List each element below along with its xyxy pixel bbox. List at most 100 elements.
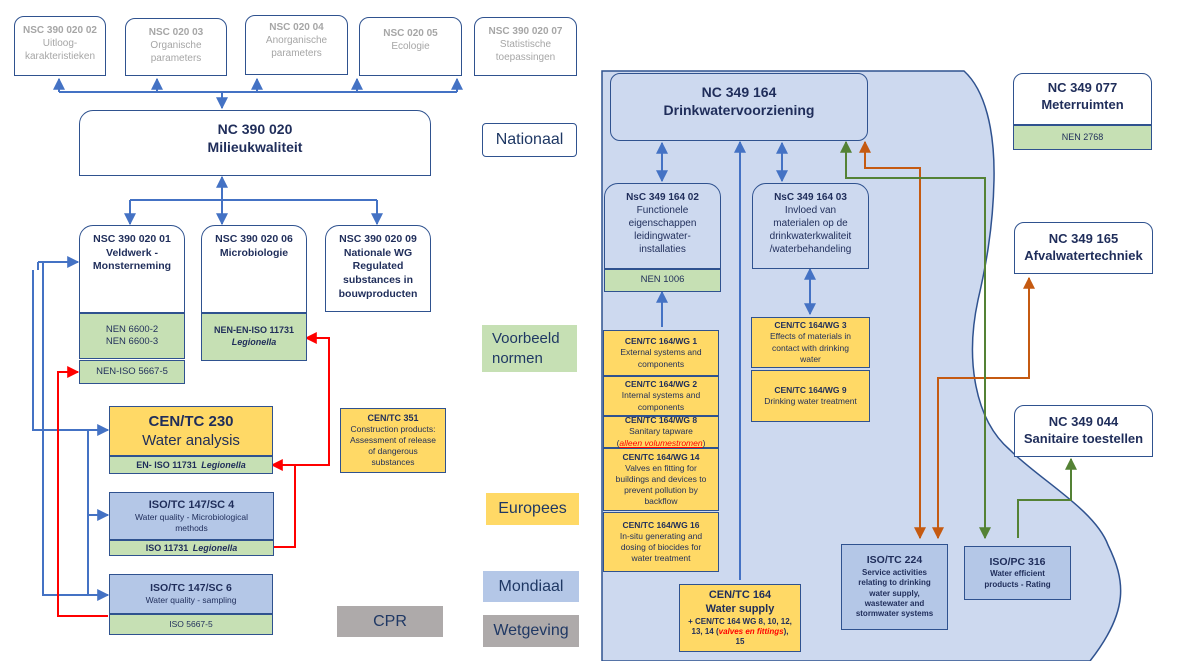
box-code: CEN/TC 164/WG 16 [622, 519, 700, 530]
legend-voorbeeld-normen: Voorbeeld normen [482, 325, 577, 372]
box-code: NC 349 165 [1048, 231, 1119, 247]
red-connectors [57, 332, 330, 617]
cen-tc-164-box: CEN/TC 164 Water supply + CEN/TC 164 WG … [679, 584, 801, 652]
box-line: drinkwaterkwaliteit [769, 231, 852, 242]
nen-2768-norm: NEN 2768 [1013, 125, 1152, 150]
box-line: Sanitary tapware [629, 426, 693, 437]
wg-2-box: CEN/TC 164/WG 2 Internal systems and com… [603, 376, 719, 416]
box-code: CEN/TC 164/WG 3 [774, 320, 847, 331]
box-line: ), [783, 627, 789, 637]
box-code: ISO/PC 316 [989, 555, 1046, 568]
norm-line: NEN 6600-2 [105, 323, 159, 335]
nen-1006-norm: NEN 1006 [604, 269, 721, 292]
top-row-connectors [53, 77, 463, 110]
box-line: Valves en fitting for [625, 462, 697, 473]
box-line: 13, 14 ( [691, 627, 719, 637]
box-line: prevent pollution by [624, 485, 698, 496]
box-code: NC 349 044 [1048, 414, 1119, 430]
norm-italic: Legionella [231, 337, 277, 347]
iso-tc-147-sc-4-box: ISO/TC 147/SC 4 Water quality - Microbio… [109, 492, 274, 540]
box-line: Water quality - sampling [145, 595, 237, 606]
norm-line: NEN 6600-3 [105, 336, 159, 347]
box-code: NSC 390 020 06 [215, 233, 293, 245]
box-line: parameters [150, 53, 202, 64]
box-line: Organische [150, 40, 202, 51]
norm-code: ISO 11731 [145, 543, 189, 553]
wg-16-box: CEN/TC 164/WG 16 In-situ generating and … [603, 512, 719, 572]
iso-tc-147-sc-6-box: ISO/TC 147/SC 6 Water quality - sampling [109, 574, 273, 614]
nc390020-connectors [124, 175, 383, 226]
red-note: alleen volumestromen [619, 437, 703, 448]
wg-9-box: CEN/TC 164/WG 9 Drinking water treatment [751, 370, 870, 422]
iso-5667-5-norm: ISO 5667-5 [109, 614, 273, 635]
nsc-390-020-09-box: NSC 390 020 09 Nationale WG Regulated su… [325, 225, 431, 312]
box-line: stormwater systems [855, 609, 934, 619]
box-line: substances [371, 457, 415, 468]
box-line: Monsterneming [92, 260, 172, 273]
box-line: Construction products: [350, 424, 436, 435]
box-code: NSC 390 020 07 [488, 26, 563, 37]
box-line: substances in [342, 273, 414, 286]
box-line: eigenschappen [628, 218, 697, 229]
box-line: Veldwerk - [106, 246, 158, 259]
box-line: components [637, 401, 685, 412]
box-line: components [637, 358, 685, 369]
box-line: methods [175, 523, 208, 534]
green-connectors [840, 140, 1077, 540]
box-line: karakteristieken [24, 51, 96, 62]
nc-349-164-box: NC 349 164 Drinkwatervoorziening [610, 73, 868, 141]
box-name: Sanitaire toestellen [1023, 431, 1144, 446]
nsc-020-04-box: NSC 020 04 Anorganische parameters [245, 15, 348, 75]
nsc-020-03-box: NSC 020 03 Organische parameters [125, 18, 227, 76]
nsc-390-020-02-box: NSC 390 020 02 Uitloog- karakteristieken [14, 16, 106, 76]
left-blue-connectors [32, 256, 110, 601]
box-code: NsC 349 164 02 [626, 192, 699, 203]
norm-code: NEN-EN-ISO 11731 [213, 325, 295, 336]
box-line: materialen op de [773, 218, 848, 229]
box-code: ISO/TC 224 [866, 554, 923, 567]
box-code: CEN/TC 164/WG 2 [624, 379, 698, 390]
legend-line: Voorbeeld [492, 330, 560, 347]
legend-europees: Europees [486, 493, 579, 525]
box-code: NSC 020 03 [148, 27, 204, 38]
box-name: Afvalwatertechniek [1024, 248, 1143, 263]
nc-349-077-box: NC 349 077 Meterruimten [1013, 73, 1152, 125]
norm-line: NEN 2768 [1061, 131, 1104, 142]
box-name: Water supply [705, 603, 775, 616]
norm-italic: Legionella [192, 543, 238, 553]
box-name: Milieukwaliteit [207, 139, 303, 156]
box-line: Nationale WG [343, 246, 413, 259]
iso-pc-316-box: ISO/PC 316 Water efficient products - Ra… [964, 546, 1071, 600]
box-line: Regulated [352, 260, 404, 273]
box-code: NC 349 077 [1047, 80, 1118, 95]
wg-3-box: CEN/TC 164/WG 3 Effects of materials in … [751, 317, 870, 368]
box-code: CEN/TC 164 [708, 589, 772, 602]
nsc-349-164-03-box: NsC 349 164 03 Invloed van materialen op… [752, 183, 869, 269]
box-code: CEN/TC 164/WG 1 [624, 336, 698, 347]
box-line: Functionele [636, 205, 689, 216]
box-line: bouwproducten [338, 287, 418, 300]
nsc-020-05-box: NSC 020 05 Ecologie [359, 17, 462, 76]
nc-390-020-box: NC 390 020 Milieukwaliteit [79, 110, 431, 176]
nsc-349-164-02-box: NsC 349 164 02 Functionele eigenschappen… [604, 183, 721, 269]
box-line: installaties [639, 244, 686, 255]
box-line: Microbiologie [219, 246, 289, 259]
box-line: contact with drinking [771, 342, 849, 353]
box-line: Water efficient [990, 569, 1045, 579]
box-line: Water quality - Microbiological [134, 512, 249, 523]
iso-11731-norm: ISO 11731 Legionella [109, 540, 274, 556]
norm-line: ISO 5667-5 [169, 618, 213, 629]
en-iso-11731-norm: EN- ISO 11731 Legionella [109, 456, 273, 474]
box-line: Ecologie [391, 41, 430, 52]
nen-iso-5667-5-norm: NEN-ISO 5667-5 [79, 360, 185, 384]
box-line: dosing of biocides for [620, 542, 702, 552]
nsc-390-020-01-box: NSC 390 020 01 Veldwerk - Monsterneming [79, 225, 185, 313]
box-name: Meterruimten [1041, 96, 1124, 112]
legend-nationaal: Nationaal [482, 123, 577, 157]
cen-tc-230-box: CEN/TC 230 Water analysis [109, 406, 273, 456]
box-line: 15 [735, 637, 745, 647]
box-line: of dangerous [368, 446, 418, 457]
red-note: valves en fittings [718, 627, 784, 637]
norm-italic: Legionella [201, 460, 246, 470]
legend-line: normen [492, 349, 543, 367]
